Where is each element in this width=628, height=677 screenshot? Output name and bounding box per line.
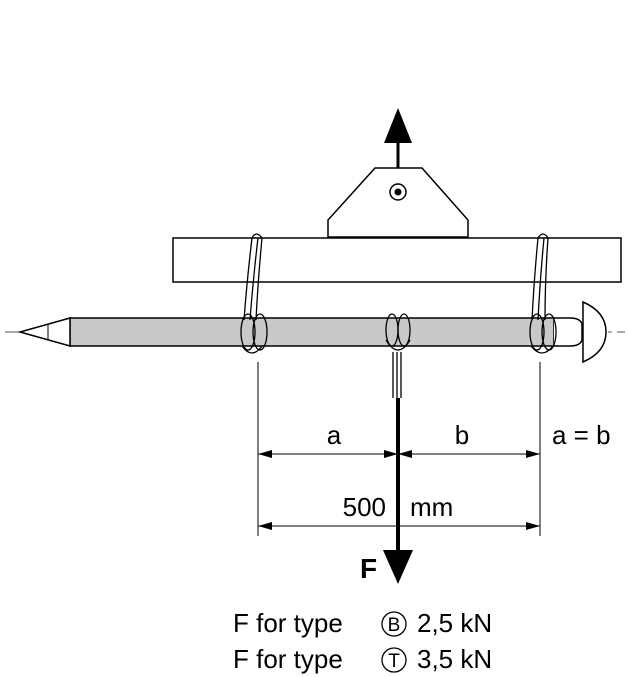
right-sling — [529, 233, 557, 354]
spreader-beam — [172, 237, 622, 283]
distance-value: 500 — [343, 492, 386, 522]
note-prefix: F for type — [233, 608, 343, 638]
note-value: 2,5 kN — [417, 608, 492, 638]
type-b-symbol: B — [388, 615, 401, 636]
equality-label: a = b — [552, 420, 611, 450]
distance-value-mask — [332, 492, 392, 522]
extension-lines — [257, 362, 541, 536]
center-sling — [385, 313, 411, 398]
distance-unit: mm — [410, 492, 453, 522]
type-t-symbol: T — [388, 651, 400, 672]
note-prefix: F for type — [233, 644, 343, 674]
force-label: F — [360, 553, 377, 584]
note-type-b: F for type B 2,5 kN — [233, 608, 492, 638]
note-value: 3,5 kN — [417, 644, 492, 674]
rod — [17, 300, 607, 364]
left-sling — [240, 233, 268, 354]
dimension-a-label: a — [327, 420, 342, 450]
note-type-t: F for type T 3,5 kN — [233, 644, 492, 674]
lifting-lug — [327, 167, 469, 238]
force-arrow — [383, 398, 413, 584]
dimension-b-label: b — [455, 420, 469, 450]
